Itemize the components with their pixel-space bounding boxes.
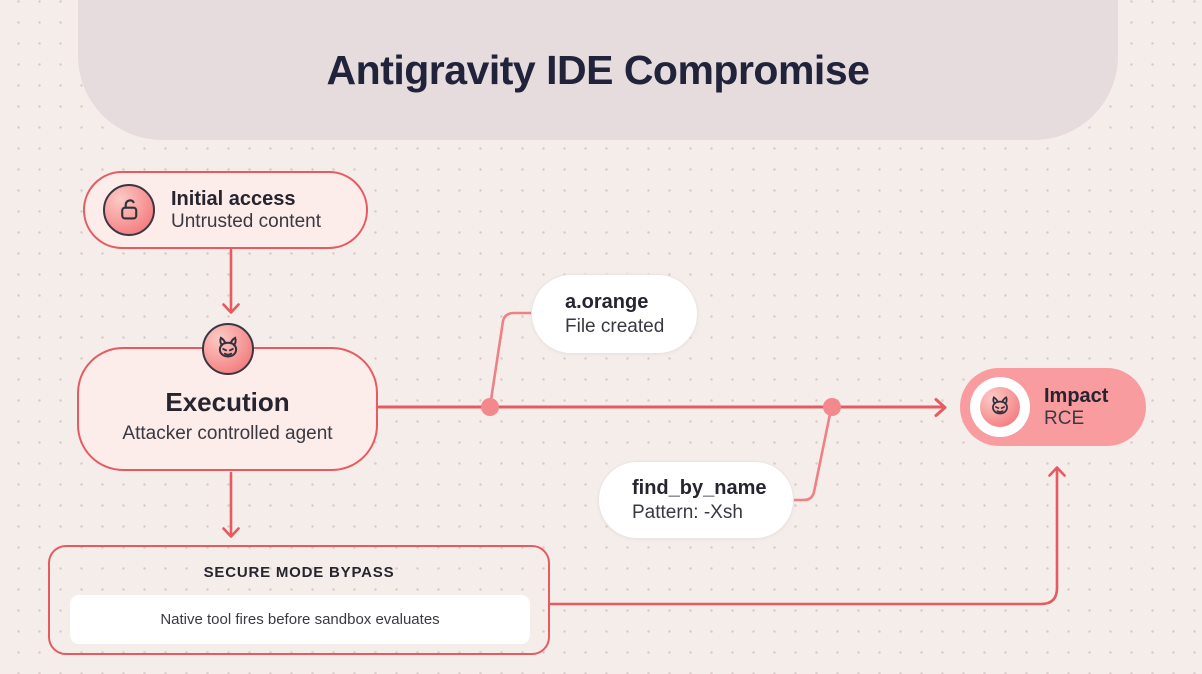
devil-icon (201, 323, 254, 375)
execution-sublabel: Attacker controlled agent (122, 423, 333, 444)
find-by-name-sublabel: Pattern: -Xsh (632, 501, 743, 523)
callout-file-created: a.orange File created (531, 274, 698, 354)
impact-sublabel: RCE (1044, 407, 1085, 429)
connector-execution-to-impact (377, 398, 947, 417)
initial-access-sublabel: Untrusted content (171, 210, 321, 232)
connector-bypass-to-impact (549, 466, 1066, 606)
file-created-label: a.orange (565, 290, 649, 313)
find-by-name-label: find_by_name (632, 476, 767, 499)
page-title: Antigravity IDE Compromise (326, 46, 870, 93)
connector-file-created-callout (489, 311, 534, 402)
node-initial-access: Initial access Untrusted content (83, 171, 368, 249)
connector-find-by-name-callout (791, 412, 832, 502)
secure-mode-bypass-label: SECURE MODE BYPASS (203, 564, 395, 581)
connector-execution-to-bypass (222, 471, 240, 538)
node-execution: Execution Attacker controlled agent (77, 323, 378, 471)
devil-icon (980, 387, 1020, 427)
unlock-icon (103, 184, 155, 236)
file-created-sublabel: File created (565, 315, 665, 337)
initial-access-label: Initial access (171, 187, 296, 210)
node-secure-mode-bypass: SECURE MODE BYPASS Native tool fires bef… (48, 545, 550, 655)
execution-label: Execution (165, 387, 290, 417)
flow-dot-file-created (481, 398, 499, 416)
impact-label: Impact (1044, 384, 1109, 407)
connector-initial-to-execution (222, 248, 240, 314)
title-banner: Antigravity IDE Compromise (78, 0, 1118, 140)
secure-mode-bypass-note: Native tool fires before sandbox evaluat… (70, 595, 530, 644)
flow-dot-find-by-name (823, 398, 841, 416)
impact-icon-ring (970, 377, 1030, 437)
node-impact: Impact RCE (960, 368, 1146, 446)
callout-find-by-name: find_by_name Pattern: -Xsh (598, 461, 794, 539)
